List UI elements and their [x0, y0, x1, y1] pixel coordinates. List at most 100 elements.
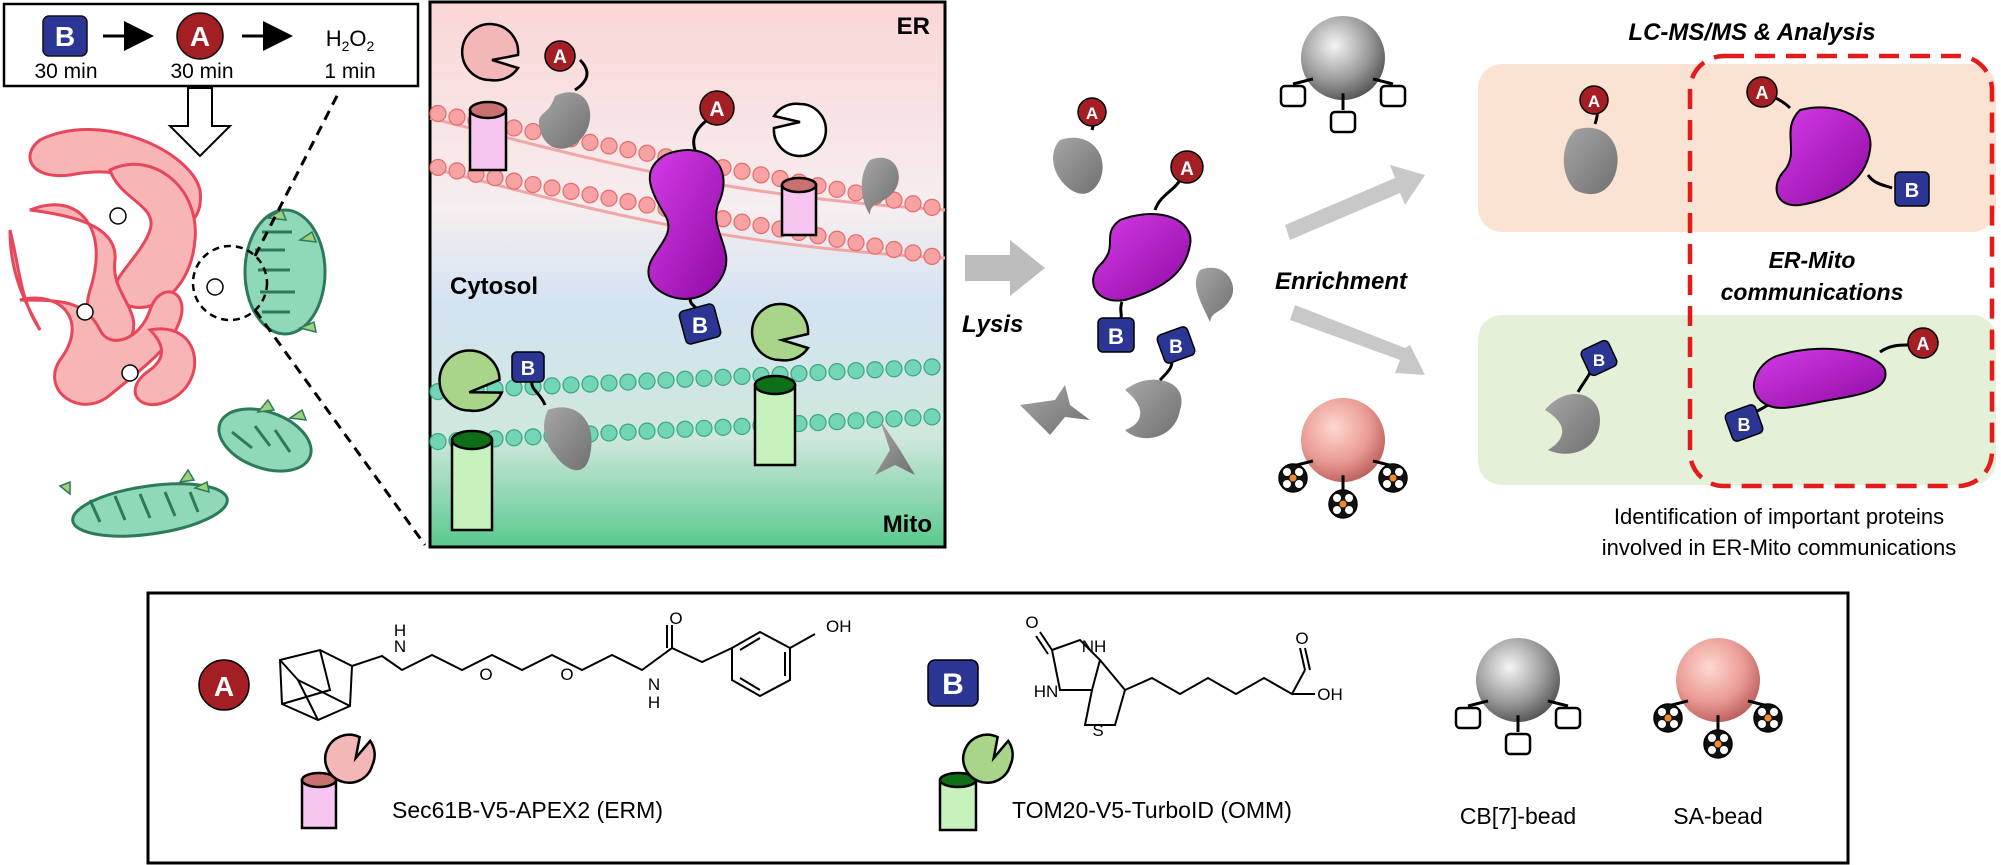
svg-text:B: B	[692, 313, 708, 338]
lipid-head-icon	[638, 196, 656, 214]
lipid-head-icon	[847, 362, 865, 380]
analysis-title: LC-MS/MS & Analysis	[1628, 19, 1875, 46]
lipid-head-icon	[828, 180, 846, 198]
svg-text:A: A	[1180, 159, 1194, 180]
purple-protein-icon	[1753, 347, 1887, 409]
step-h2o2-time: 1 min	[324, 60, 375, 83]
lipid-head-icon	[714, 418, 732, 436]
chem-a-nh: N	[394, 637, 406, 656]
step-b-time: 30 min	[34, 60, 97, 83]
sa-bead-icon	[1676, 638, 1760, 722]
lipid-head-icon	[885, 360, 903, 378]
svg-text:B: B	[55, 21, 75, 52]
step-a-time: 30 min	[170, 60, 233, 83]
badge-a-icon: A	[198, 659, 250, 711]
lipid-head-icon	[695, 369, 713, 387]
lysis-step: Lysis	[962, 240, 1045, 338]
mito-organelle	[58, 468, 229, 538]
apex2-enzyme-icon	[460, 22, 520, 172]
gray-protein-icon	[861, 157, 899, 215]
zoom-circle	[191, 244, 269, 322]
svg-text:A: A	[1917, 334, 1930, 354]
mito-label: Mito	[883, 511, 932, 538]
chem-a-h2: H	[648, 693, 660, 712]
cucurbituril-icon	[1454, 706, 1482, 730]
mito-organelle	[217, 398, 313, 473]
lipid-head-icon	[600, 424, 618, 442]
lipid-head-icon	[752, 166, 770, 184]
chem-a-o2: O	[560, 665, 573, 684]
cucurbituril-icon	[1329, 110, 1357, 134]
chem-a-o1: O	[479, 665, 492, 684]
er-mito-highlight-box	[1687, 53, 1995, 489]
svg-text:A: A	[553, 47, 567, 68]
lipid-head-icon	[429, 433, 447, 451]
chem-b-nh: NH	[1082, 637, 1107, 656]
lipid-head-icon	[733, 213, 751, 231]
gray-protein-icon	[1020, 385, 1090, 435]
lipid-head-icon	[657, 371, 675, 389]
badge-a-icon: A	[1579, 85, 1609, 115]
badge-b-icon: B	[1156, 326, 1196, 364]
lipid-head-icon	[809, 364, 827, 382]
chem-b-o: O	[1025, 613, 1038, 632]
er-mito-line2: communications	[1721, 279, 1904, 305]
gray-protein-icon	[538, 92, 591, 149]
lipid-head-icon	[543, 179, 561, 197]
lipid-head-icon	[904, 244, 922, 262]
cucurbituril-icon	[1504, 732, 1532, 756]
apex-marker-icon	[76, 303, 94, 321]
lipid-head-icon	[714, 368, 732, 386]
lipid-head-icon	[904, 195, 922, 213]
lipid-head-icon	[581, 133, 599, 151]
lipid-head-icon	[562, 376, 580, 394]
apex2-enzyme-icon	[772, 102, 828, 237]
chem-a-nh2: N	[648, 675, 660, 694]
lipid-head-icon	[733, 162, 751, 180]
cytosol-label: Cytosol	[450, 273, 538, 300]
gray-arrow-icon	[1285, 165, 1425, 240]
lipid-head-icon	[904, 409, 922, 427]
apex-marker-icon	[206, 278, 224, 296]
lipid-head-icon	[505, 172, 523, 190]
lysate: A A B B	[1020, 97, 1234, 439]
sa-bead-icon	[1301, 398, 1385, 482]
chem-b-s: S	[1092, 721, 1103, 740]
lipid-head-icon	[847, 412, 865, 430]
lipid-head-icon	[923, 198, 941, 216]
chem-a-h: H	[394, 621, 406, 640]
lipid-head-icon	[790, 364, 808, 383]
badge-b-icon: B	[1894, 171, 1930, 207]
gray-arrow-icon	[1290, 305, 1425, 375]
gray-protein-icon	[1545, 393, 1600, 454]
h2o2-label: H2O2	[326, 26, 375, 54]
cb7-bead-icon	[1301, 16, 1385, 100]
turboid-enzyme-icon	[438, 349, 504, 532]
down-arrow-icon	[167, 87, 233, 158]
svg-text:B: B	[1905, 180, 1919, 202]
lipid-head-icon	[524, 428, 542, 446]
badge-a-icon: A	[176, 12, 224, 60]
lipid-head-icon	[847, 184, 865, 202]
analysis-section: LC-MS/MS & Analysis ER-Mito communicatio…	[1478, 19, 1996, 560]
gray-protein-icon	[1053, 137, 1103, 194]
lipid-head-icon	[733, 417, 751, 435]
lipid-head-icon	[923, 408, 941, 426]
lipid-head-icon	[448, 162, 466, 180]
lipid-head-icon	[581, 375, 599, 393]
badge-a-icon: A	[1746, 76, 1778, 108]
purple-protein-icon	[1775, 106, 1872, 207]
apex-marker-icon	[121, 364, 139, 382]
svg-text:B: B	[1738, 415, 1751, 435]
svg-text:A: A	[214, 671, 234, 702]
lysis-label: Lysis	[962, 311, 1023, 338]
lipid-head-icon	[676, 420, 694, 438]
protocol-box: B A H2O2 30 min 30 min 1 min	[2, 2, 420, 88]
lipid-head-icon	[752, 216, 770, 235]
svg-text:A: A	[190, 21, 210, 52]
lipid-head-icon	[695, 419, 713, 437]
badge-a-icon: A	[1170, 150, 1204, 184]
svg-text:A: A	[1588, 92, 1600, 111]
chem-b-hn: HN	[1034, 682, 1059, 701]
